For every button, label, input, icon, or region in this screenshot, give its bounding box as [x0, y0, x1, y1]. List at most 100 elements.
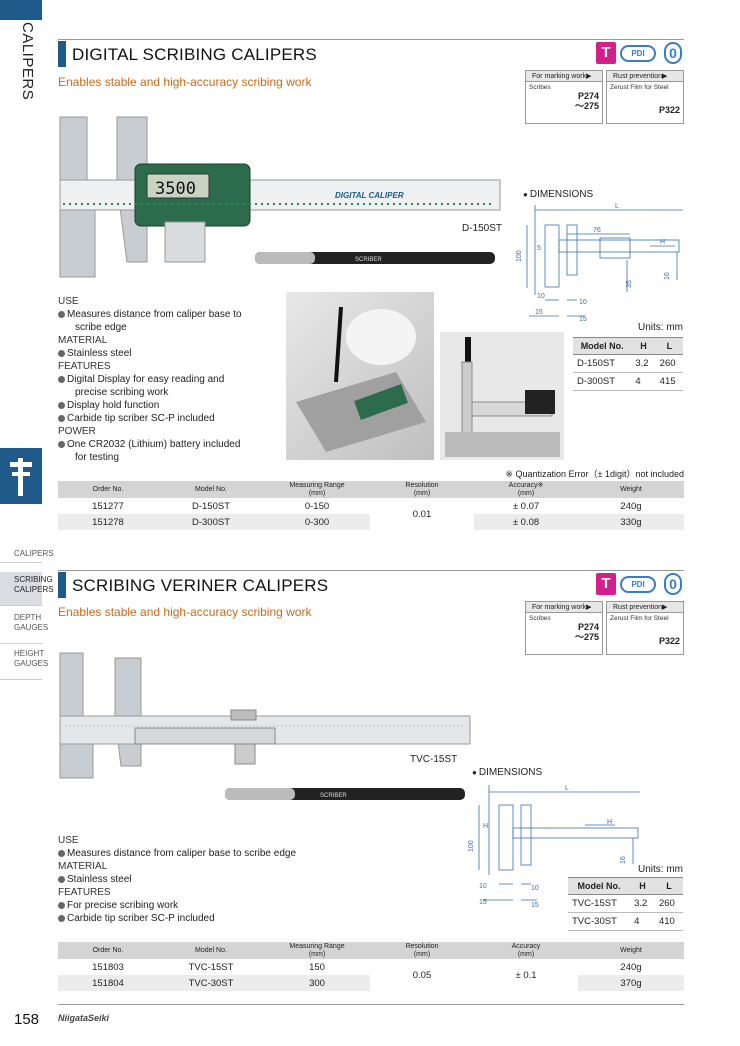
use-heading-2: USE — [58, 835, 79, 846]
ref-rust-box[interactable]: Rust prevention▶ Zerust Film for Steel P… — [606, 70, 684, 124]
ref-marking-head: For marking work▶ — [526, 71, 602, 82]
table-row: D-150ST 3.2 260 — [573, 354, 683, 373]
section1-divider — [58, 39, 684, 40]
s2-dim-16: 16 — [620, 856, 627, 864]
usage-photo-1 — [286, 292, 434, 460]
page-number: 158 — [14, 1011, 40, 1028]
s2-ot-h2: Measuring Range (mm) — [264, 942, 370, 959]
features-heading: FEATURES — [58, 361, 111, 372]
caliper-icon — [0, 448, 42, 504]
ref-marking-head-2: For marking work▶ — [526, 602, 602, 613]
s1-ot-r1c0: 151278 — [58, 514, 158, 530]
s1-ot-h2: Measuring Range (mm) — [264, 481, 370, 498]
scriber-label: SCRIBER — [355, 257, 382, 263]
section2-model-table: Model No. H L TVC-15ST 3.2 260 TVC-30ST … — [568, 877, 683, 931]
ref-marking-item-2: Scribes — [529, 615, 551, 622]
vernier-caliper-image: SCRIBER — [59, 652, 471, 800]
s2-mt-h1: H — [630, 877, 655, 895]
s1-ot-r0c0: 151277 — [58, 498, 158, 514]
section1-order-table: Order No. Model No. Measuring Range (mm)… — [58, 481, 684, 530]
section1-dimensions-label: DIMENSIONS — [523, 189, 593, 200]
material-heading: MATERIAL — [58, 335, 108, 346]
s1-ot-r0c4: 240g — [578, 498, 684, 514]
s2-ot-r1c3: 370g — [578, 975, 684, 991]
s2-dim-100: 100 — [468, 840, 475, 852]
s2-mt-h2: L — [654, 877, 683, 895]
s2-mt-r0c2: 260 — [654, 894, 683, 913]
s2-ot-h1: Model No. — [158, 942, 264, 959]
ref-rust-item: Zerust Film for Steel — [610, 84, 669, 91]
s2-mt-h0: Model No. — [568, 877, 631, 895]
s1-dim-10a: 10 — [537, 293, 545, 300]
ref-rust-box-2[interactable]: Rust prevention▶ Zerust Film for Steel P… — [606, 601, 684, 655]
section2-subtitle: Enables stable and high-accuracy scribin… — [58, 605, 312, 619]
feature-2-1: For precise scribing work — [58, 899, 358, 912]
table-row: TVC-30ST 4 410 — [568, 912, 683, 931]
power-text-2: for testing — [75, 452, 119, 463]
material-heading-2: MATERIAL — [58, 861, 108, 872]
s1-mt-r0c1: 3.2 — [631, 354, 656, 373]
s2-ot-r0c0: 151803 — [58, 959, 158, 975]
section1-model-table: Model No. H L D-150ST 3.2 260 D-300ST 4 … — [573, 337, 683, 391]
section2-title: SCRIBING VERINER CALIPERS — [72, 576, 329, 595]
badge-t: T — [596, 42, 616, 64]
s2-ot-r0c3: 240g — [578, 959, 684, 975]
s1-dim-15a: 15 — [535, 309, 543, 316]
lcd-readout: 3500 — [155, 179, 196, 199]
s1-ot-r0c1: D-150ST — [158, 498, 264, 514]
s2-mt-r0c0: TVC-15ST — [568, 894, 631, 913]
table-row: D-300ST 4 415 — [573, 372, 683, 391]
section1-product-label: D-150ST — [462, 223, 503, 234]
s2-ot-resolution: 0.05 — [370, 959, 474, 991]
s1-ot-h1: Model No. — [158, 481, 264, 498]
digital-caliper-image: 3500 DIGITAL CALIPER SCRIBER — [59, 116, 501, 278]
power-heading: POWER — [58, 426, 96, 437]
material-text-2: Stainless steel — [58, 873, 358, 886]
s1-dim-16: 16 — [664, 272, 671, 280]
s2-mt-r1c0: TVC-30ST — [568, 912, 631, 931]
features-heading-2: FEATURES — [58, 887, 111, 898]
s1-ot-r1c1: D-300ST — [158, 514, 264, 530]
s1-mt-r1c2: 415 — [655, 372, 683, 391]
use-heading: USE — [58, 296, 79, 307]
badge-t-2: T — [596, 573, 616, 595]
s1-ot-r0c3: ± 0.07 — [474, 498, 578, 514]
section1-subtitle: Enables stable and high-accuracy scribin… — [58, 75, 312, 89]
ref-rust-head-2: Rust prevention▶ — [607, 602, 683, 613]
ref-marking-box[interactable]: For marking work▶ Scribes P274 ～275 — [525, 70, 603, 124]
table-row: TVC-15ST 3.2 260 — [568, 894, 683, 913]
table-row: 151277 D-150ST 0-150 0.01 ± 0.07 240g — [58, 498, 684, 530]
s1-mt-h2: L — [655, 337, 683, 355]
s1-mt-r0c0: D-150ST — [573, 354, 632, 373]
s1-ot-h5: Weight — [578, 481, 684, 498]
sidebar-title: CALIPERS — [19, 22, 36, 101]
s1-ot-r0c2: 0-150 — [264, 498, 370, 514]
s2-dim-15b: 15 — [531, 902, 539, 909]
ref-rust-item-2: Zerust Film for Steel — [610, 615, 669, 622]
s2-ot-r1c2: 300 — [264, 975, 370, 991]
s2-mt-r1c2: 410 — [654, 912, 683, 931]
s1-ot-h4: Accuracy※ (mm) — [474, 481, 578, 498]
ref-rust-page-2: P322 — [658, 636, 680, 646]
usage-photo-2 — [440, 332, 564, 460]
ref-marking-box-2[interactable]: For marking work▶ Scribes P274 ～275 — [525, 601, 603, 655]
s2-dim-10a: 10 — [479, 883, 487, 890]
s1-dim-15b: 15 — [579, 316, 587, 323]
sidebar-item-depth-gauges[interactable]: DEPTH GAUGES — [0, 610, 48, 644]
sidebar-item-scribing-calipers[interactable]: SCRIBING CALIPERS — [0, 572, 54, 606]
brand-logo: NiigataSeiki — [58, 1013, 110, 1023]
feature-1b: precise scribing work — [75, 387, 169, 398]
sidebar-item-calipers[interactable]: CALIPERS — [0, 546, 54, 563]
caliper-brand: DIGITAL CALIPER — [335, 191, 404, 200]
feature-2: Display hold function — [58, 399, 290, 412]
use-text-2a: Measures distance from caliper base to s… — [58, 847, 358, 860]
feature-2-2: Carbide tip scriber SC-P included — [58, 912, 358, 925]
ref-marking-item: Scribes — [529, 84, 551, 91]
sidebar-item-height-gauges[interactable]: HEIGHT GAUGES — [0, 646, 48, 680]
s1-mt-h0: Model No. — [573, 337, 632, 355]
use-text-1: Measures distance from caliper base to — [58, 308, 290, 321]
section1-dimension-drawing: L 76 H 100 35 16 10 10 15 15 5 — [516, 203, 683, 323]
s2-mt-r1c1: 4 — [630, 912, 655, 931]
section2-divider — [58, 570, 684, 571]
s1-ot-h0: Order No. — [58, 481, 158, 498]
